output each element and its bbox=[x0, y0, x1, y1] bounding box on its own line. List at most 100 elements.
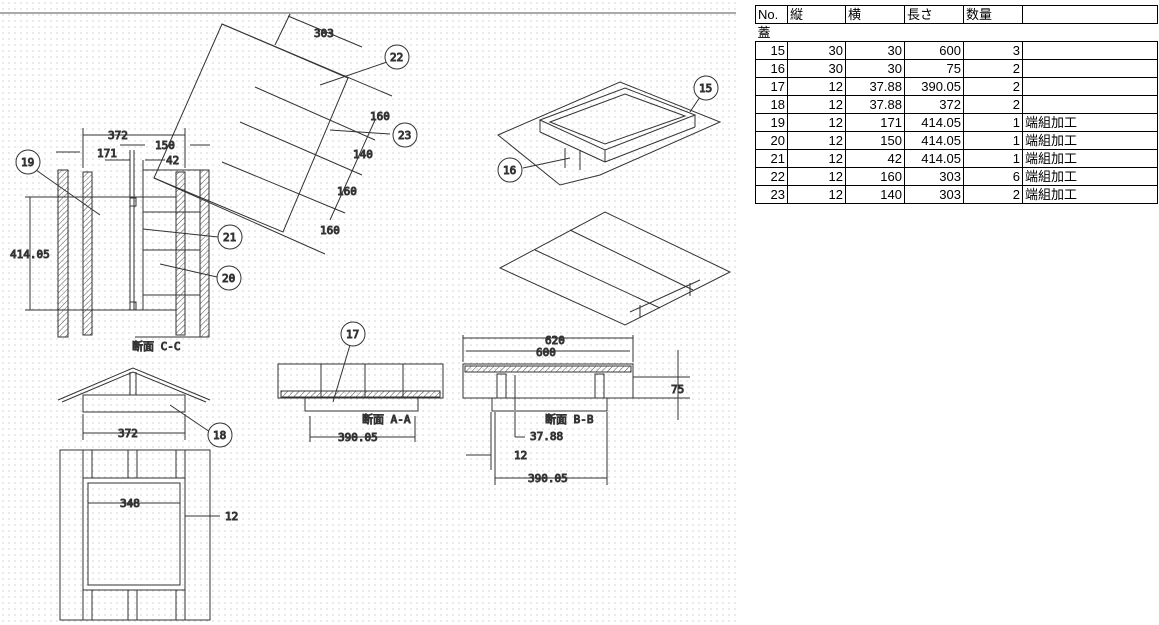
isometric-roof-view bbox=[498, 211, 732, 326]
balloon-20: 20 bbox=[216, 265, 242, 291]
cell-quantity: 2 bbox=[963, 59, 1023, 78]
dim-160: 160 bbox=[320, 224, 340, 237]
cell-no: 21 bbox=[755, 149, 788, 168]
svg-text:15: 15 bbox=[699, 82, 712, 95]
svg-text:18: 18 bbox=[213, 429, 226, 442]
cell-height: 12 bbox=[787, 77, 846, 96]
balloon-17: 17 bbox=[340, 321, 366, 347]
svg-text:20: 20 bbox=[222, 272, 235, 285]
cell-notes: 端組加工 bbox=[1022, 113, 1158, 132]
cell-quantity: 2 bbox=[963, 185, 1023, 204]
dim-160: 160 bbox=[370, 110, 390, 123]
roof-front-view: 372 bbox=[57, 367, 211, 441]
cell-length: 600 bbox=[904, 41, 964, 60]
cell-height: 12 bbox=[787, 95, 846, 114]
dim-12: 12 bbox=[225, 510, 238, 523]
balloon-19: 19 bbox=[15, 149, 41, 175]
dim-620: 620 bbox=[545, 334, 565, 347]
balloon-23: 23 bbox=[392, 122, 418, 148]
section-label-a-a: 断面 A-A bbox=[362, 412, 411, 426]
section-label-b-b: 断面 B-B bbox=[545, 412, 594, 426]
dim-160: 160 bbox=[337, 185, 357, 198]
balloon-21: 21 bbox=[217, 224, 243, 250]
cell-width: 37.88 bbox=[845, 95, 905, 114]
cell-length: 414.05 bbox=[904, 149, 964, 168]
part-balloons: 15 16 17 18 19 20 21 22 23 bbox=[15, 44, 719, 448]
cell-notes: 端組加工 bbox=[1022, 149, 1158, 168]
cell-no: 19 bbox=[755, 113, 788, 132]
group-label: 蓋 bbox=[757, 25, 771, 40]
cell-length: 303 bbox=[904, 185, 964, 204]
cell-width: 160 bbox=[845, 167, 905, 186]
dim-372: 372 bbox=[118, 427, 138, 440]
section-label-c-c: 断面 C-C bbox=[132, 339, 181, 353]
plan-view: 348 12 bbox=[59, 449, 239, 621]
dim-12: 12 bbox=[514, 449, 527, 462]
cell-height: 12 bbox=[787, 149, 846, 168]
dim-390-05: 390.05 bbox=[528, 472, 568, 485]
cell-notes bbox=[1022, 41, 1158, 60]
cell-width: 140 bbox=[845, 185, 905, 204]
dim-390-05: 390.05 bbox=[338, 431, 378, 444]
cell-quantity: 2 bbox=[963, 95, 1023, 114]
dim-150: 150 bbox=[155, 139, 175, 152]
drawing-canvas: 372 171 150 42 414.05 断面 C-C 303 160 140… bbox=[0, 0, 736, 625]
dim-303: 303 bbox=[314, 27, 334, 40]
cell-quantity: 3 bbox=[963, 41, 1023, 60]
cell-quantity: 2 bbox=[963, 77, 1023, 96]
header-notes bbox=[1022, 5, 1158, 24]
balloon-15: 15 bbox=[693, 75, 719, 101]
dim-75: 75 bbox=[671, 383, 684, 396]
header-no: No. bbox=[755, 5, 788, 24]
dim-600: 600 bbox=[536, 346, 556, 359]
cell-length: 75 bbox=[904, 59, 964, 78]
group-row: 蓋 bbox=[756, 24, 1158, 42]
cell-notes: 端組加工 bbox=[1022, 131, 1158, 150]
section-a-a: 断面 A-A 390.05 bbox=[277, 344, 444, 445]
svg-text:21: 21 bbox=[223, 231, 236, 244]
cell-no: 16 bbox=[755, 59, 788, 78]
cell-height: 12 bbox=[787, 131, 846, 150]
dim-348: 348 bbox=[120, 497, 140, 510]
svg-text:23: 23 bbox=[398, 129, 411, 142]
cell-width: 37.88 bbox=[845, 77, 905, 96]
cell-width: 30 bbox=[845, 59, 905, 78]
cell-notes: 端組加工 bbox=[1022, 185, 1158, 204]
cell-no: 20 bbox=[755, 131, 788, 150]
cell-width: 171 bbox=[845, 113, 905, 132]
cell-quantity: 1 bbox=[963, 131, 1023, 150]
cell-length: 414.05 bbox=[904, 113, 964, 132]
cell-length: 372 bbox=[904, 95, 964, 114]
cell-length: 303 bbox=[904, 167, 964, 186]
header-height: 縦 bbox=[787, 5, 846, 24]
cell-no: 17 bbox=[755, 77, 788, 96]
svg-text:19: 19 bbox=[21, 156, 34, 169]
cell-quantity: 1 bbox=[963, 149, 1023, 168]
technical-drawing: 372 171 150 42 414.05 断面 C-C 303 160 140… bbox=[0, 12, 736, 621]
section-c-c: 372 171 150 42 414.05 断面 C-C bbox=[10, 128, 219, 354]
cell-notes bbox=[1022, 95, 1158, 114]
dim-414-05: 414.05 bbox=[10, 248, 50, 261]
cell-no: 22 bbox=[755, 167, 788, 186]
isometric-base-view bbox=[497, 81, 722, 186]
balloon-16: 16 bbox=[497, 157, 523, 183]
table-header-row: No. 縦 横 長さ 数量 bbox=[755, 5, 1158, 24]
cell-width: 30 bbox=[845, 41, 905, 60]
dim-372: 372 bbox=[108, 129, 128, 142]
cell-notes: 端組加工 bbox=[1022, 167, 1158, 186]
cell-notes bbox=[1022, 77, 1158, 96]
header-quantity: 数量 bbox=[963, 5, 1023, 24]
cell-no: 18 bbox=[755, 95, 788, 114]
header-length: 長さ bbox=[904, 5, 964, 24]
dim-140: 140 bbox=[353, 148, 373, 161]
dim-37-88: 37.88 bbox=[530, 430, 563, 443]
cell-notes bbox=[1022, 59, 1158, 78]
cell-width: 150 bbox=[845, 131, 905, 150]
